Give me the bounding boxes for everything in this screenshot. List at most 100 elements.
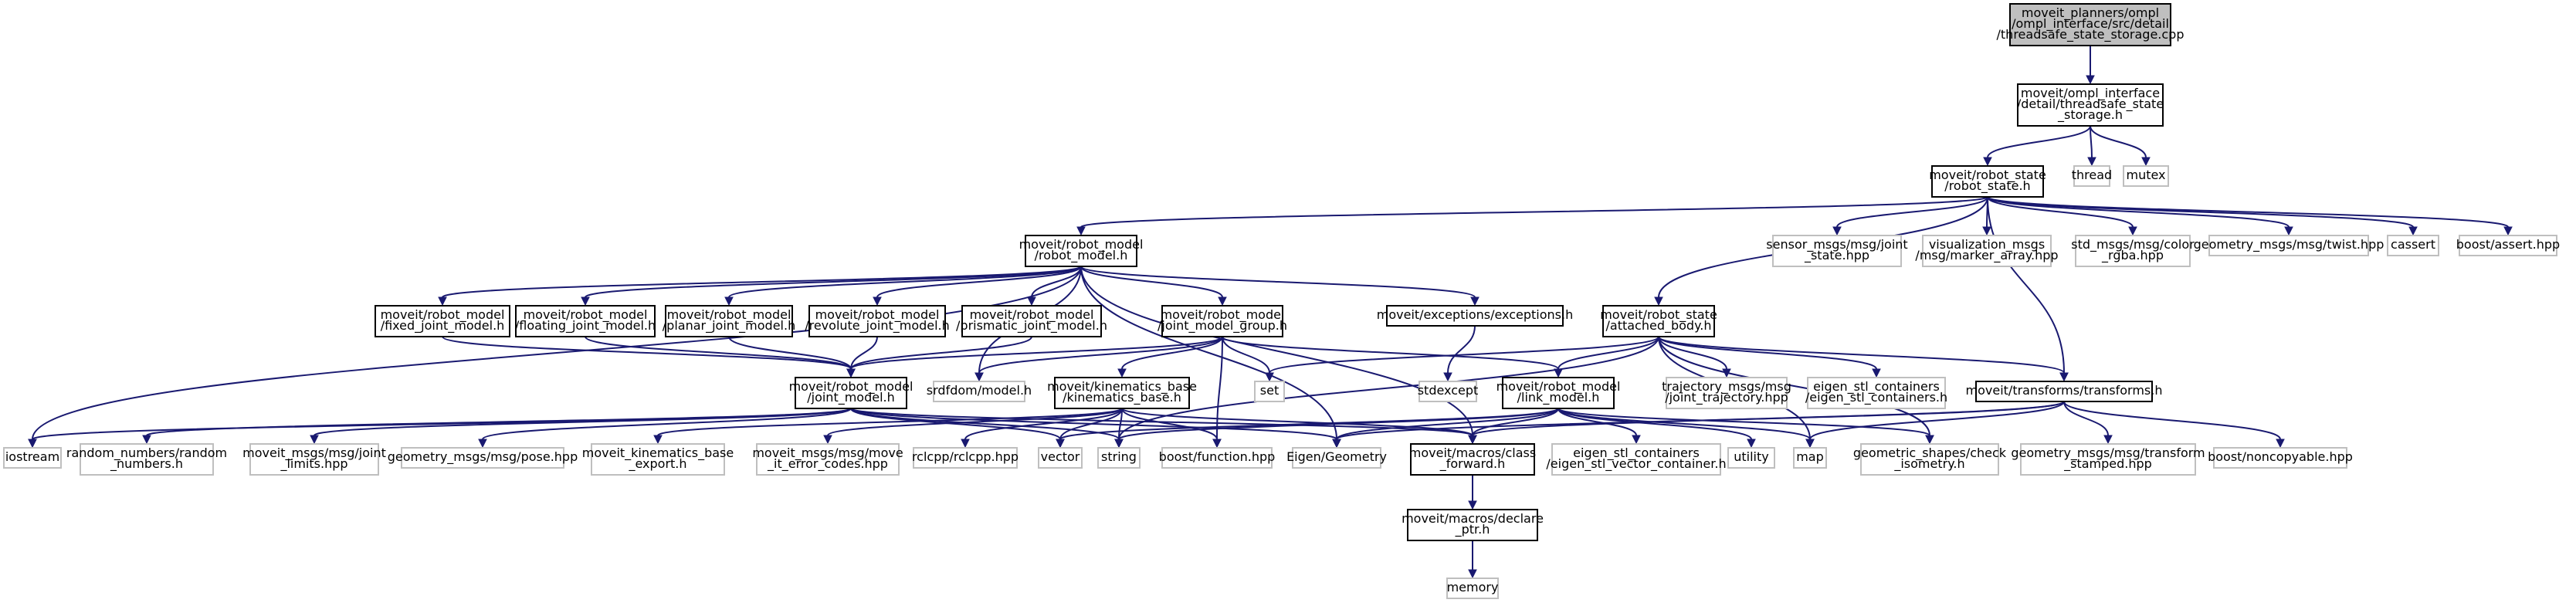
node-joint-model[interactable]: moveit/robot_model/joint_model.h [789,377,913,409]
node-jmg[interactable]: moveit/robot_model/joint_model_group.h [1158,305,1287,337]
node-box [2208,235,2369,256]
edge-robot_model-to-fixed_jm [442,266,1082,298]
node-stdexcept: stdexcept [1418,381,1478,402]
arrowhead-set [1265,372,1274,382]
edge-jmg-to-srdfdom [978,336,1223,374]
node-label: /revolute_joint_model.h [805,318,950,334]
node-box [1054,377,1190,409]
edge-robot_state-to-robot_model [1080,196,1988,228]
node-label: moveit/macros/declare [1402,511,1544,526]
node-label: /joint_model.h [807,390,895,405]
edge-link_model-to-class_fwd [1472,408,1559,436]
arrowhead-boost_assert [2503,226,2513,236]
node-fixed-jm[interactable]: moveit/robot_model/fixed_joint_model.h [375,305,510,337]
node-box [1410,443,1535,476]
edge-robot_model-to-exceptions [1080,266,1476,298]
node-label: /joint_trajectory.hpp [1665,390,1788,405]
node-floating-jm[interactable]: moveit/robot_model/floating_joint_model.… [515,305,656,337]
node-label: moveit_kinematics_base [582,445,734,461]
node-box [1097,447,1141,469]
edge-attached_body-to-set [1269,336,1659,374]
arrowhead-move_err [823,435,832,445]
node-attached-body[interactable]: moveit/robot_state/attached_body.h [1600,305,1717,337]
arrowhead-geo_tf_st [2103,435,2113,445]
edge-link_model-to-geo_shapes [1557,408,1930,436]
node-root[interactable]: moveit_planners/ompl/ompl_interface/src/… [1997,3,2185,46]
edge-kin_base-to-boost_fn [1121,408,1218,440]
node-label: trajectory_msgs/msg [1662,379,1791,395]
node-label: moveit/robot_model [1161,307,1285,323]
node-jl-hpp: moveit_msgs/msg/joint_limits.hpp [242,443,386,476]
node-box [3,447,62,469]
node-robot-state[interactable]: moveit/robot_state/robot_state.h [1929,165,2046,198]
node-label: vector [1041,449,1080,464]
edge-revolute_jm-to-joint_model [850,336,878,370]
node-box [1860,443,1999,476]
edge-robot_state-to-transforms [1987,196,2065,374]
node-label: moveit/transforms/transforms.h [1966,383,2163,398]
edge-robot_state-to-cassert [1987,196,2414,228]
node-label: _rgba.hpp [2101,248,2164,263]
node-rand-num: random_numbers/random_numbers.h [66,443,227,476]
edge-attached_body-to-link_model [1557,336,1659,370]
node-label: _state.hpp [1804,248,1869,263]
node-label: /robot_model.h [1035,248,1128,263]
node-box [2075,235,2191,267]
arrowhead-declare_ptr [1468,500,1477,510]
node-class-fwd[interactable]: moveit/macros/class_forward.h [1409,443,1536,476]
arrowhead-stdexcept [1443,372,1452,382]
node-label: map [1796,449,1824,464]
arrowhead-robot_state [1983,157,1992,167]
node-box [80,443,214,476]
node-label: iostream [5,449,59,464]
arrowhead-transforms [2059,372,2069,382]
node-box [1292,447,1381,469]
edge-attached_body-to-traj_jt [1658,336,1727,370]
node-label: moveit/kinematics_base [1047,379,1197,395]
edge-planar_jm-to-joint_model [728,336,852,370]
arrowhead-fixed_jm [438,296,447,307]
node-label: _it_error_codes.hpp [767,456,888,472]
arrowhead-joint_model [846,368,856,378]
node-exceptions[interactable]: moveit/exceptions/exceptions.h [1377,305,1573,327]
node-box [1407,509,1538,541]
node-planar-jm[interactable]: moveit/robot_model/planar_joint_model.h [663,305,795,337]
node-label: /attached_body.h [1606,318,1712,334]
edge-robot_model-to-planar_jm [728,266,1082,298]
node-label: moveit_msgs/msg/move [752,445,903,461]
node-std-color: std_msgs/msg/color_rgba.hpp [2071,235,2195,267]
edge-kin_base-to-rclcpp [964,408,1123,440]
edge-robot_model-to-revolute_jm [876,266,1082,298]
arrowhead-jmg [1218,296,1227,307]
node-label: _export.h [628,456,686,472]
node-mutex: mutex [2123,165,2169,187]
node-boost-nc: boost/noncopyable.hpp [2208,447,2353,469]
arrowhead-kin_base [1117,368,1127,378]
node-eigen-geo: Eigen/Geometry [1286,447,1387,469]
node-revolute-jm[interactable]: moveit/robot_model/revolute_joint_model.… [805,305,950,337]
node-label: string [1101,449,1137,464]
node-link-model[interactable]: moveit/robot_model/link_model.h [1496,377,1621,409]
node-label: /joint_model_group.h [1158,318,1287,334]
node-robot-model[interactable]: moveit/robot_model/robot_model.h [1019,235,1144,267]
node-box [2123,165,2169,187]
node-prismatic-jm[interactable]: moveit/robot_model/prismatic_joint_model… [956,305,1107,337]
node-box [515,305,656,337]
node-geo-pose: geometry_msgs/msg/pose.hpp [388,447,578,469]
node-label: /robot_state.h [1944,178,2030,194]
node-box [1602,305,1715,337]
edge-robot_model-to-iostream [32,266,1082,440]
node-label: eigen_stl_containers [1573,445,1700,461]
arrowhead-prismatic_jm [1027,296,1036,307]
node-string: string [1097,447,1141,469]
edge-transforms-to-class_fwd [1472,401,2065,436]
node-declare-ptr[interactable]: moveit/macros/declare_ptr.h [1402,509,1544,541]
node-tss-h[interactable]: moveit/ompl_interface/detail/threadsafe_… [2017,83,2164,127]
edge-kin_base-to-vector [1059,408,1123,440]
node-label: boost/noncopyable.hpp [2208,449,2353,464]
edge-joint_model-to-jl_hpp [314,408,852,436]
node-kin-base[interactable]: moveit/kinematics_base/kinematics_base.h [1047,377,1197,409]
node-set: set [1254,381,1285,402]
node-transforms[interactable]: moveit/transforms/transforms.h [1966,381,2163,402]
node-box [1502,377,1615,409]
